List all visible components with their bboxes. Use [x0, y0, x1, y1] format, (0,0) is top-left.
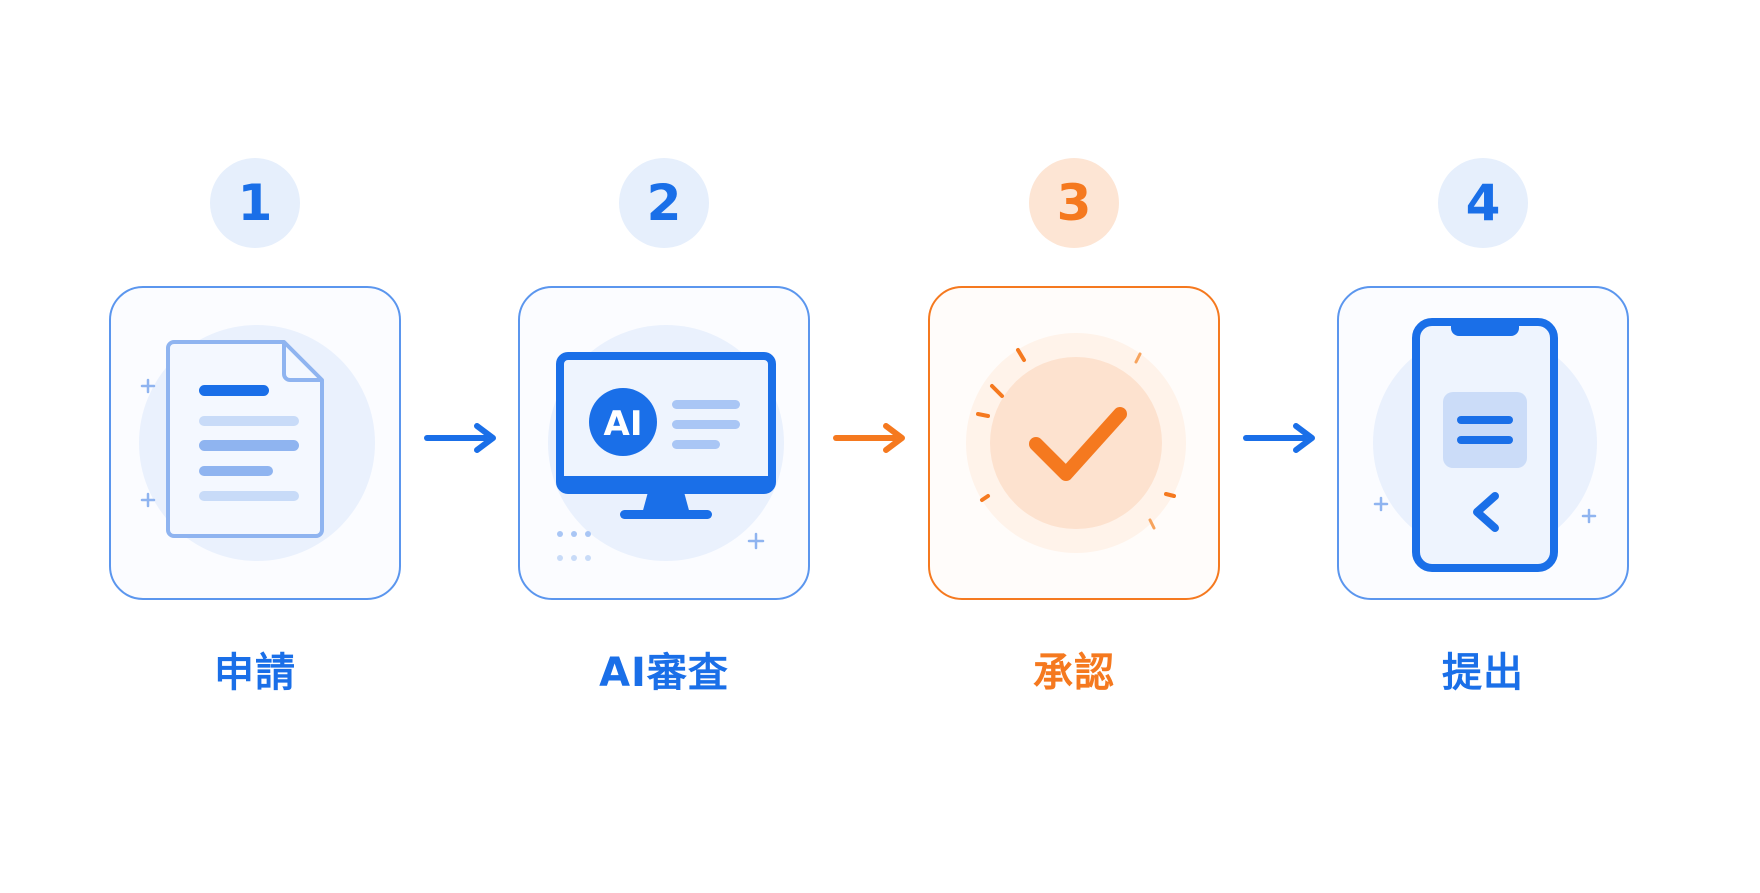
step-card-approval [928, 286, 1220, 600]
step-card-apply [109, 286, 401, 600]
step-number-badge: 2 [619, 158, 709, 248]
step-label: 承認 [1033, 650, 1115, 696]
step-label: 提出 [1442, 650, 1524, 696]
step-1: 1 申請 [109, 0, 401, 893]
step-label: 申請 [214, 650, 296, 696]
step-card-submit [1337, 286, 1629, 600]
step-card-ai-review: AI [518, 286, 810, 600]
checkmark-icon [966, 333, 1186, 553]
step-3: 3 承認 [928, 0, 1220, 893]
step-number-badge: 3 [1029, 158, 1119, 248]
monitor-ai-text: AI [604, 404, 643, 444]
step-4: 4 提出 [1337, 0, 1629, 893]
step-number-badge: 1 [210, 158, 300, 248]
arrow-right-icon [423, 418, 503, 458]
arrow-right-icon [1242, 418, 1322, 458]
step-label: AI審査 [599, 650, 729, 696]
step-2: 2 AI AI審査 [518, 0, 810, 893]
document-icon [139, 325, 375, 561]
arrow-right-icon [832, 418, 912, 458]
step-number-badge: 4 [1438, 158, 1528, 248]
monitor-icon: AI [548, 325, 784, 561]
smartphone-icon [1373, 318, 1597, 572]
